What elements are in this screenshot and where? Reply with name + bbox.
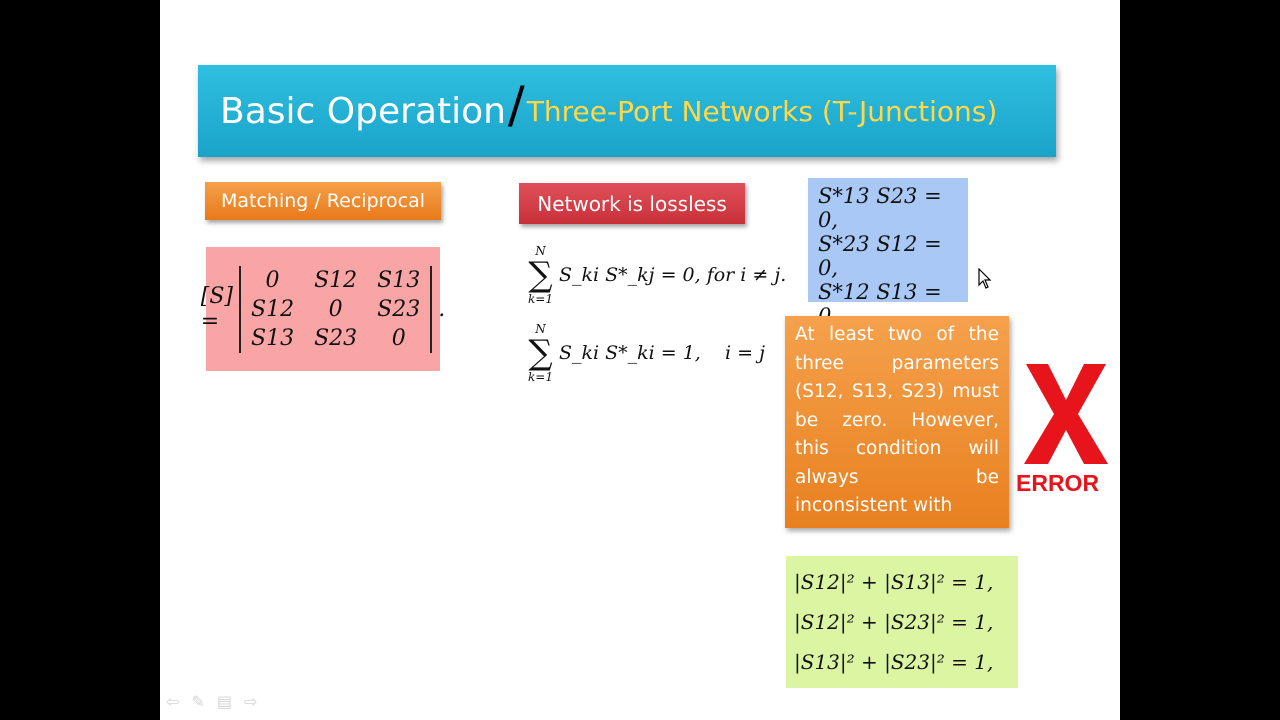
matching-reciprocal-label: Matching / Reciprocal [205,182,441,220]
equation-line: S*13 S23 = 0, [818,184,942,232]
title-slash: / [507,76,525,134]
matrix-cell: S13 [251,325,295,351]
slide: Basic Operation / Three-Port Networks (T… [160,0,1120,720]
previous-slide-icon[interactable]: ⇦ [166,692,180,711]
lossless-equation-2: N ∑ k=1 S_ki S*_ki = 1, i = j [528,322,765,384]
summation-symbol: N ∑ k=1 [528,244,553,306]
matrix-cell: S23 [314,325,358,351]
matrix-end: . [438,296,446,322]
orthogonality-equations-box: S*13 S23 = 0, S*23 S12 = 0, S*12 S13 = 0… [808,178,968,328]
equation-text: S_ki S*_kj = 0, for i ≠ j. [558,264,787,286]
mouse-cursor-icon [978,268,992,289]
matrix-cell: S12 [251,296,295,322]
error-label: ERROR [1016,470,1100,496]
s-matrix-box: [S] = 0 S12 S13 S12 0 S23 S13 S23 0 . [201,247,445,371]
title-main: Basic Operation [220,90,506,132]
equation-line: S*23 S12 = 0, [818,232,942,280]
matrix-cell: 0 [265,267,280,293]
error-x-icon [1024,364,1108,464]
lossless-equation-1: N ∑ k=1 S_ki S*_kj = 0, for i ≠ j. [528,244,786,306]
equation-line: |S12|² + |S13|² = 1, [794,570,994,594]
s-matrix: 0 S12 S13 S12 0 S23 S13 S23 0 [239,265,433,353]
summation-symbol: N ∑ k=1 [528,322,553,384]
matrix-cell: S13 [377,267,421,293]
slideshow-nav-bar[interactable]: ⇦ ✎ ▤ ⇨ [166,692,257,711]
equation-text: S_ki S*_ki = 1, i = j [558,342,765,364]
matrix-lhs: [S] = [200,284,234,334]
pen-icon[interactable]: ✎ [191,692,205,711]
network-lossless-label: Network is lossless [519,183,745,224]
matrix-cell: 0 [391,325,406,351]
menu-icon[interactable]: ▤ [216,692,232,711]
inconsistency-note: At least two of the three parameters (S1… [785,316,1009,528]
unitary-equations-box: |S12|² + |S13|² = 1, |S12|² + |S23|² = 1… [786,556,1018,688]
equation-line: |S13|² + |S23|² = 1, [794,650,994,674]
equation-line: |S12|² + |S23|² = 1, [794,610,994,634]
title-sub: Three-Port Networks (T-Junctions) [526,94,998,128]
slide-title-bar: Basic Operation / Three-Port Networks (T… [198,65,1056,157]
next-slide-icon[interactable]: ⇨ [243,692,258,711]
matrix-cell: S12 [314,267,358,293]
matrix-cell: 0 [328,296,343,322]
matrix-cell: S23 [377,296,421,322]
